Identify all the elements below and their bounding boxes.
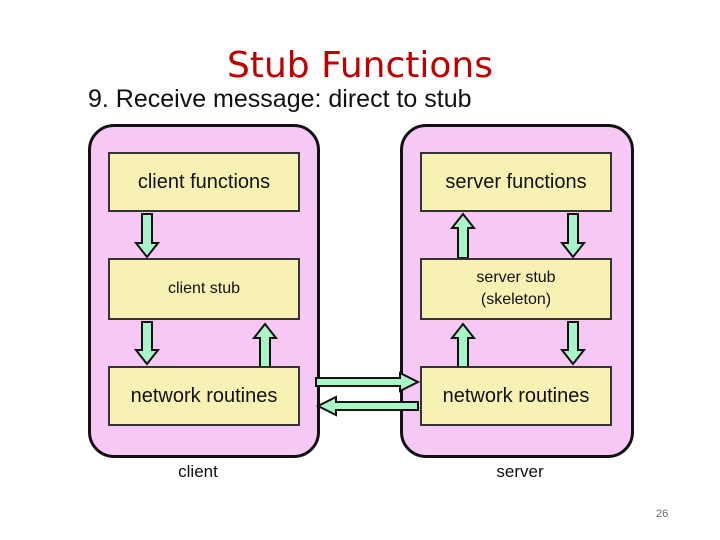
- slide-subtitle: 9. Receive message: direct to stub: [88, 85, 472, 113]
- server-network-box: network routines: [420, 366, 612, 426]
- server-functions-box: server functions: [420, 152, 612, 212]
- arrow-left-icon: [315, 395, 419, 417]
- arrow-down-icon: [133, 213, 161, 259]
- client-functions-label: client functions: [137, 170, 271, 193]
- server-stub-label: server stub: [476, 269, 556, 286]
- arrow-up-icon: [251, 322, 279, 369]
- client-caption: client: [178, 462, 218, 481]
- arrow-right-icon: [315, 371, 421, 393]
- arrow-down-icon: [133, 321, 161, 366]
- server-network-label: network routines: [442, 384, 590, 407]
- server-stub-box: server stub (skeleton): [420, 258, 612, 320]
- page-number: 26: [656, 508, 669, 520]
- arrow-up-icon: [449, 212, 477, 259]
- client-functions-box: client functions: [108, 152, 300, 212]
- arrow-down-icon: [559, 321, 587, 366]
- client-stub-box: client stub: [108, 258, 300, 320]
- server-functions-label: server functions: [445, 170, 587, 193]
- server-caption: server: [496, 462, 544, 481]
- client-network-label: network routines: [130, 384, 278, 407]
- arrow-down-icon: [559, 213, 587, 259]
- arrow-up-icon: [449, 322, 477, 369]
- slide-title: Stub Functions: [227, 45, 493, 86]
- server-stub-sublabel: (skeleton): [480, 291, 552, 308]
- client-stub-label: client stub: [167, 280, 241, 297]
- client-network-box: network routines: [108, 366, 300, 426]
